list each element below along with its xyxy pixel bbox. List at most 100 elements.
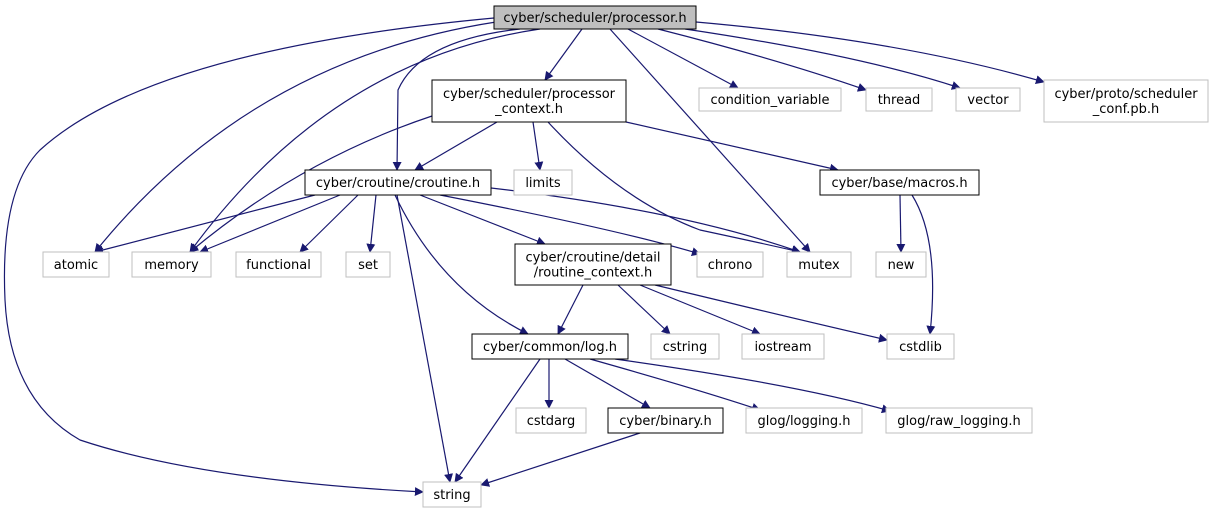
edge-croutine-to-functional: [299, 194, 359, 253]
node-chrono: chrono: [696, 251, 764, 278]
edge-processor-to-processor_context: [544, 28, 583, 81]
node-label: memory: [144, 258, 199, 273]
node-label: cstdlib: [899, 340, 942, 355]
node-glog-logging: glog/logging.h: [745, 407, 863, 434]
node-box: [235, 251, 322, 278]
node-processor-context[interactable]: cyber/scheduler/processor_context.h: [431, 79, 627, 123]
node-box: [865, 87, 933, 112]
edge-log-to-glog_logging: [589, 358, 761, 412]
node-box: [431, 79, 627, 123]
edge-routine_context-to-iostream: [639, 284, 761, 336]
edge-processor_context-to-mutex: [547, 121, 801, 255]
edge-routine_context-to-cstdlib: [654, 284, 888, 343]
edge-processor-to-vector: [684, 28, 961, 90]
node-scheduler-conf: cyber/proto/scheduler_conf.pb.h: [1043, 79, 1209, 123]
edge-log-to-glog_raw_logging: [614, 358, 891, 414]
node-box: [131, 251, 212, 278]
edge-processor-to-scheduler_conf: [695, 21, 1045, 85]
edge-croutine-to-chrono: [439, 194, 701, 256]
edge-croutine-to-string: [396, 194, 453, 483]
node-vector: vector: [955, 87, 1021, 112]
node-glog-raw-logging: glog/raw_logging.h: [885, 407, 1033, 434]
edge-processor-to-croutine: [392, 28, 521, 171]
node-label: cyber/croutine/detail: [525, 251, 660, 266]
node-box: [422, 481, 482, 508]
node-box: [885, 407, 1033, 434]
nodes-layer: cyber/scheduler/processor.h cyber/schedul…: [42, 5, 1209, 508]
node-binary[interactable]: cyber/binary.h: [607, 407, 724, 434]
node-processor[interactable]: cyber/scheduler/processor.h: [493, 5, 697, 30]
node-box: [493, 5, 697, 30]
node-cstdlib: cstdlib: [886, 333, 955, 360]
node-condition-variable: condition_variable: [698, 87, 842, 112]
node-iostream: iostream: [741, 333, 825, 360]
node-cstdarg: cstdarg: [515, 407, 587, 434]
node-limits: limits: [513, 169, 573, 196]
node-box: [650, 333, 720, 360]
node-label: cstdarg: [527, 414, 576, 429]
node-box: [741, 333, 825, 360]
node-box: [515, 407, 587, 434]
edge-processor_context-to-limits: [532, 121, 544, 171]
node-label: mutex: [798, 258, 840, 273]
edge-croutine-to-mutex: [490, 187, 801, 254]
edge-processor-to-string: [3, 17, 495, 497]
node-label: /routine_context.h: [534, 266, 652, 281]
node-label: glog/raw_logging.h: [897, 414, 1020, 429]
node-box: [513, 169, 573, 196]
node-box: [696, 251, 764, 278]
node-box: [955, 87, 1021, 112]
node-label: cyber/scheduler/processor.h: [503, 11, 686, 26]
edge-routine_context-to-cstring: [617, 284, 671, 335]
node-label: cstring: [663, 340, 707, 355]
node-new: new: [875, 251, 927, 278]
node-label: condition_variable: [710, 93, 829, 108]
edge-macros-to-new: [896, 194, 906, 253]
edge-processor-to-condition_variable: [627, 28, 739, 89]
node-label: _conf.pb.h: [1092, 102, 1159, 117]
node-croutine[interactable]: cyber/croutine/croutine.h: [304, 169, 492, 196]
node-set: set: [345, 251, 391, 278]
node-label: glog/logging.h: [758, 414, 851, 429]
node-box: [819, 169, 980, 196]
node-label: cyber/proto/scheduler: [1054, 87, 1198, 102]
edge-binary-to-string: [480, 432, 641, 487]
node-label: new: [888, 258, 915, 273]
node-log[interactable]: cyber/common/log.h: [471, 333, 629, 360]
node-label: iostream: [754, 340, 811, 355]
node-label: vector: [967, 93, 1009, 108]
edge-croutine-to-atomic: [94, 194, 316, 255]
node-label: cyber/base/macros.h: [831, 176, 967, 191]
node-box: [304, 169, 492, 196]
edge-croutine-to-log: [394, 194, 529, 335]
node-box: [607, 407, 724, 434]
node-box: [471, 333, 629, 360]
node-macros[interactable]: cyber/base/macros.h: [819, 169, 980, 196]
node-label: chrono: [708, 258, 753, 273]
edge-routine_context-to-log: [557, 284, 584, 335]
node-memory: memory: [131, 251, 212, 278]
node-box: [698, 87, 842, 112]
node-label: atomic: [54, 258, 98, 273]
edge-processor_context-to-macros: [625, 121, 839, 173]
node-label: set: [358, 258, 378, 273]
edge-log-to-string: [454, 358, 541, 483]
edge-macros-to-cstdlib: [911, 194, 936, 335]
edge-processor-to-memory: [189, 28, 541, 253]
node-box: [42, 251, 110, 278]
edge-croutine-to-routine_context: [419, 194, 546, 246]
node-box: [886, 333, 955, 360]
edge-croutine-to-set: [366, 194, 377, 253]
node-label: cyber/binary.h: [619, 414, 711, 429]
node-box: [345, 251, 391, 278]
node-thread: thread: [865, 87, 933, 112]
node-box: [514, 243, 672, 286]
node-label: cyber/croutine/croutine.h: [316, 176, 480, 191]
node-string: string: [422, 481, 482, 508]
node-routine-context[interactable]: cyber/croutine/detail/routine_context.h: [514, 243, 672, 286]
node-functional: functional: [235, 251, 322, 278]
node-label: cyber/scheduler/processor: [443, 87, 616, 102]
node-atomic: atomic: [42, 251, 110, 278]
node-box: [875, 251, 927, 278]
node-label: _context.h: [494, 102, 563, 117]
